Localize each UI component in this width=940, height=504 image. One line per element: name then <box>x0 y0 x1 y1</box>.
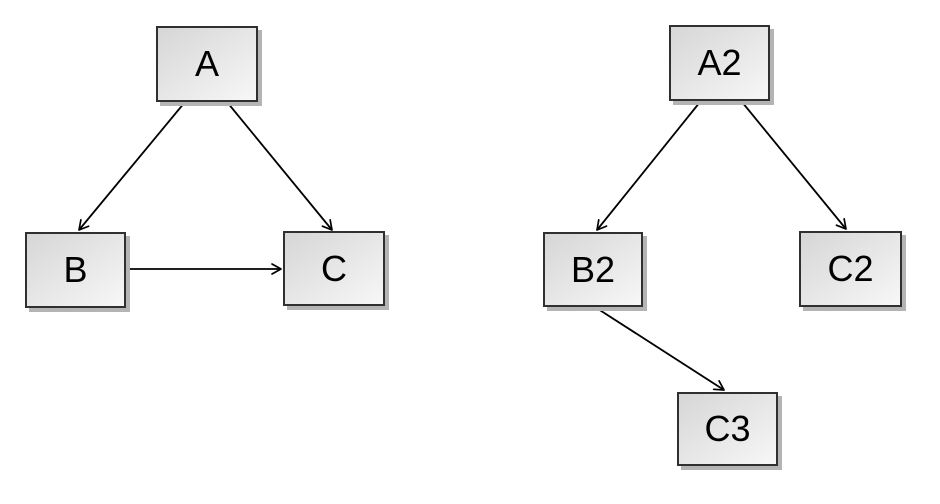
node-label-A: A <box>194 43 219 84</box>
node-label-B2: B2 <box>570 248 616 290</box>
node-C3: C3 <box>677 392 778 466</box>
edge-A-to-B <box>78 101 186 231</box>
edge-B2-to-C3 <box>594 306 725 391</box>
node-B: B <box>25 232 126 308</box>
node-C2: C2 <box>799 231 902 307</box>
node-label-B: B <box>63 249 88 290</box>
node-C: C <box>283 231 385 306</box>
node-label-C: C <box>321 247 347 289</box>
edge-A2-to-B2 <box>596 101 701 231</box>
node-A2: A2 <box>669 25 770 101</box>
node-label-A2: A2 <box>697 42 742 83</box>
node-label-C2: C2 <box>827 248 874 289</box>
node-label-C3: C3 <box>704 408 751 449</box>
edge-A2-to-C2 <box>741 101 847 230</box>
node-A: A <box>156 26 258 102</box>
edge-A-to-C <box>226 101 333 231</box>
node-B2: B2 <box>543 232 643 307</box>
